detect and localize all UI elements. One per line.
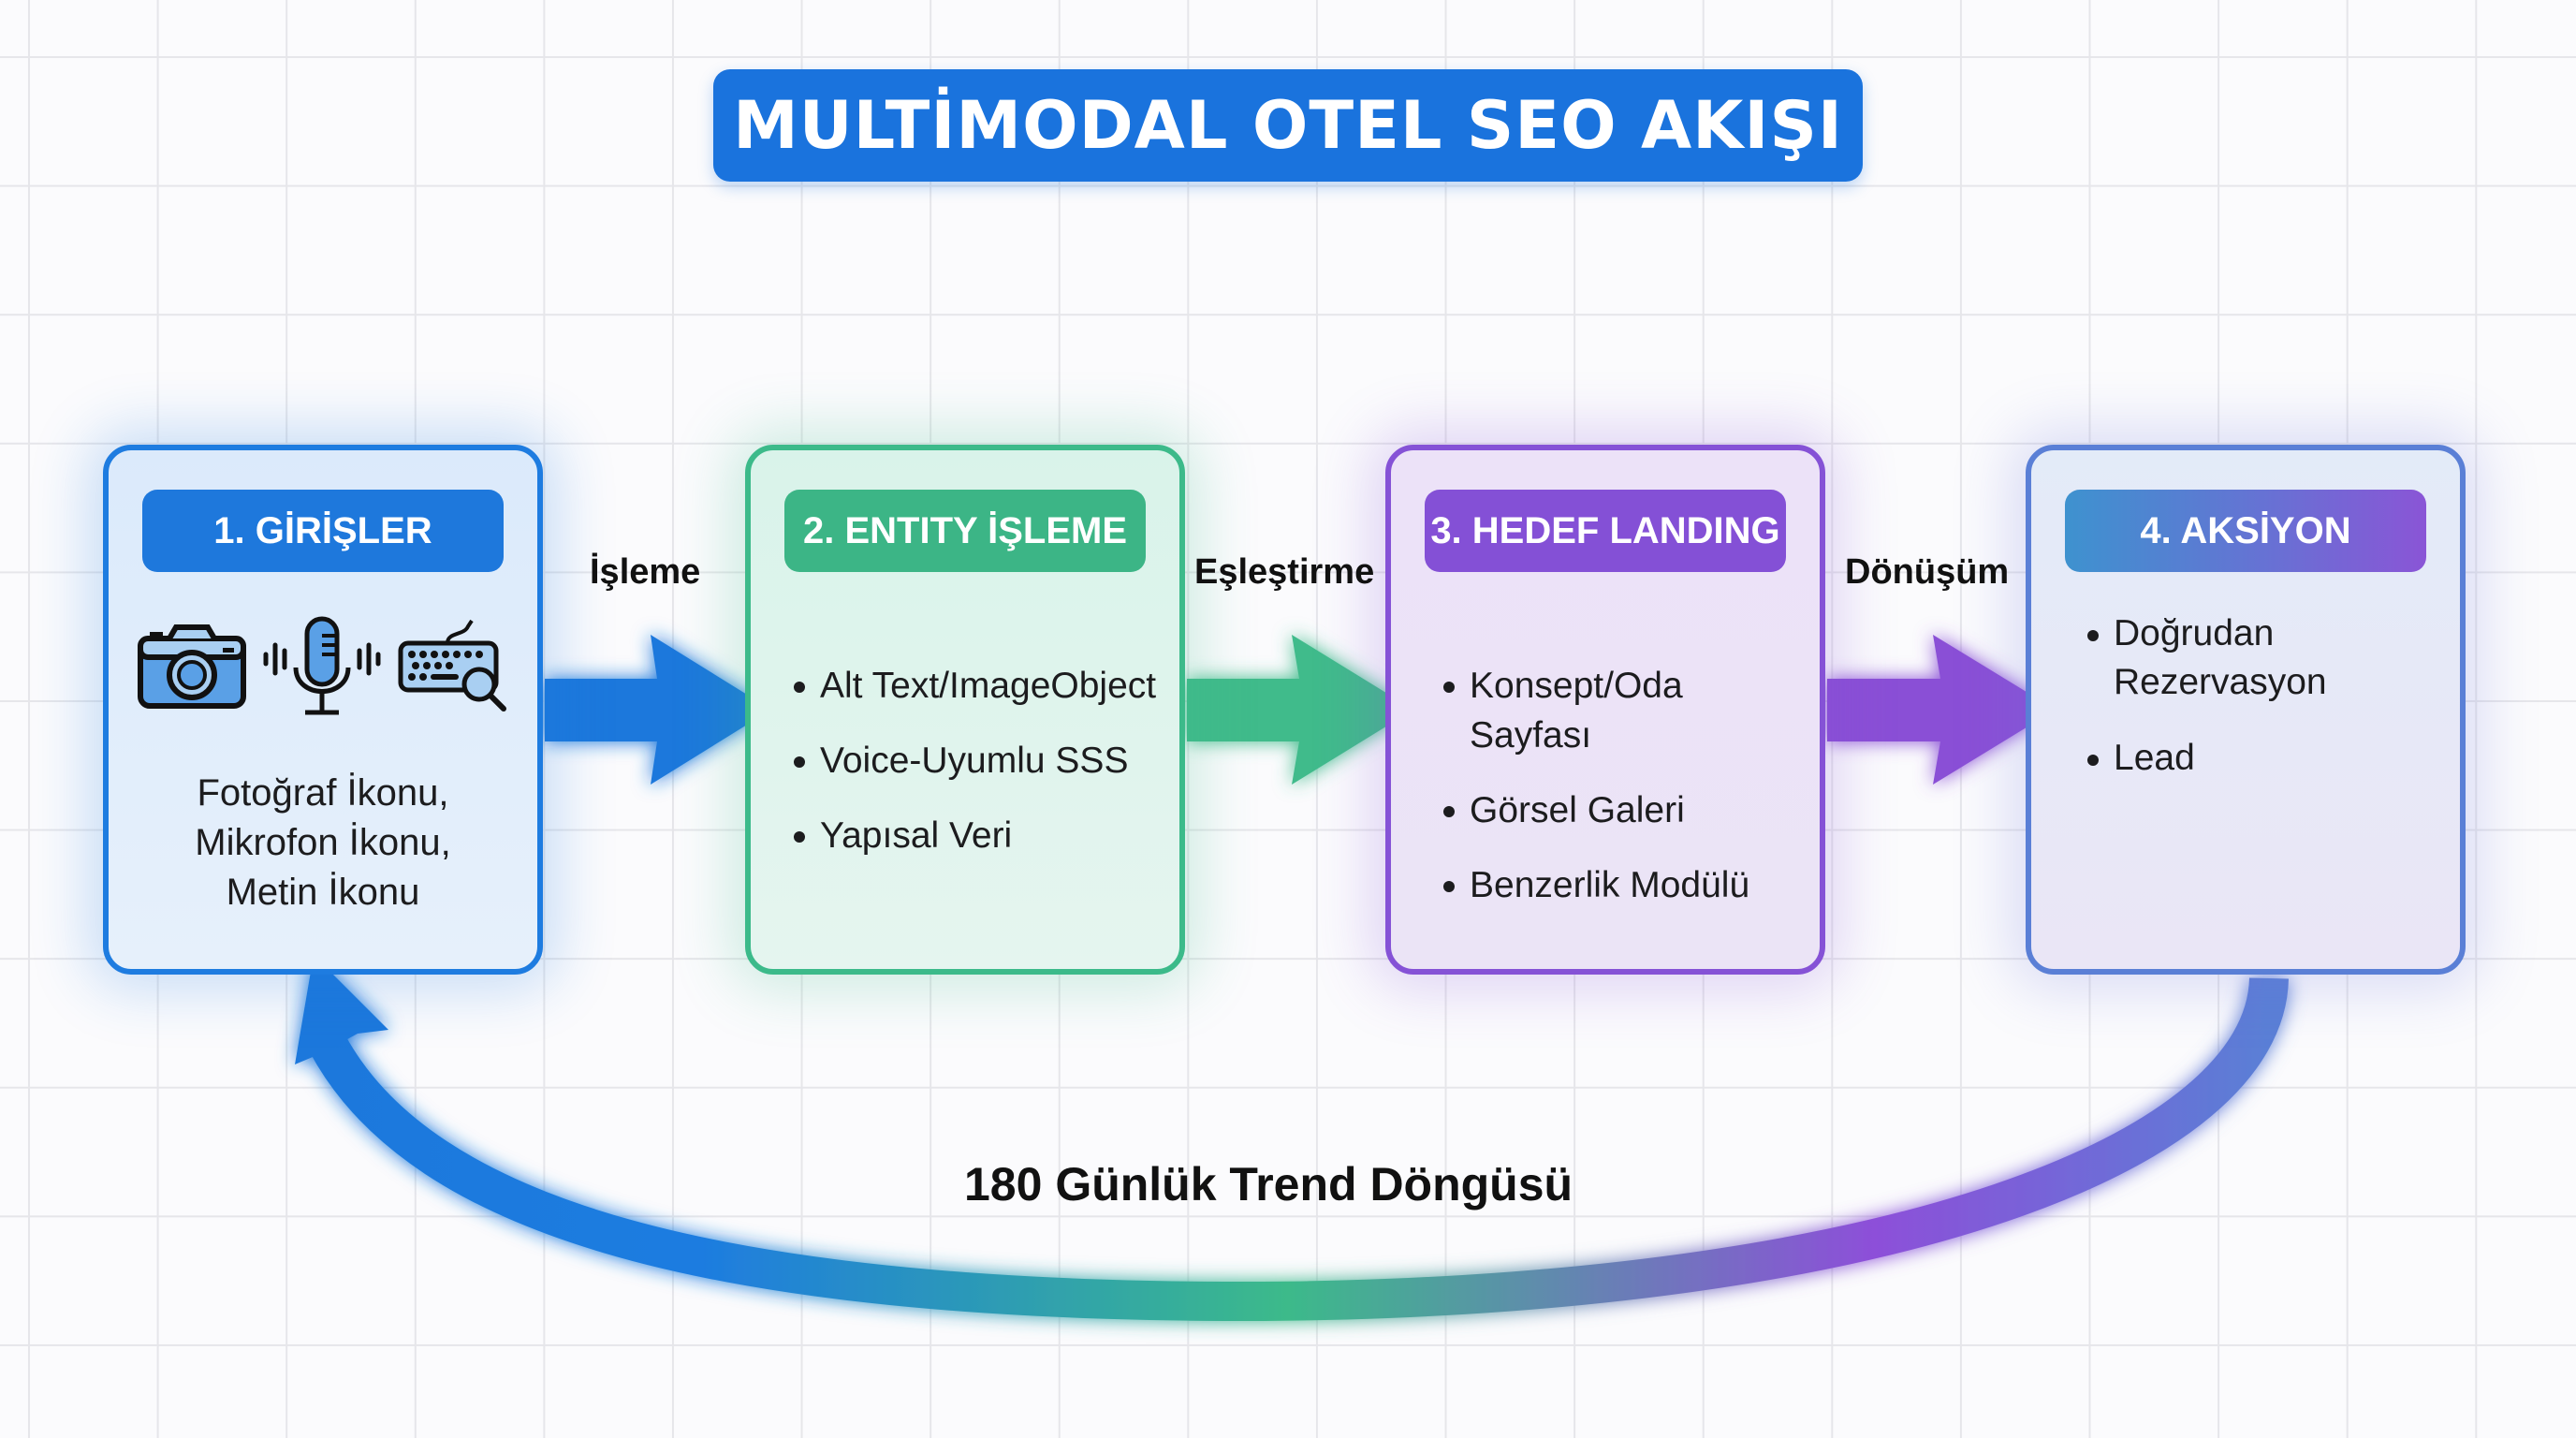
inputs-description: Fotoğraf İkonu, Mikrofon İkonu, Metin İk… xyxy=(109,769,537,917)
stage-card-target-landing: 3. HEDEF LANDING Konsept/Oda Sayfası Gör… xyxy=(1385,445,1825,975)
stage-header: 4. AKSİYON xyxy=(2065,490,2426,572)
connector-label-conversion: Dönüşüm xyxy=(1845,552,2010,592)
input-icons xyxy=(137,615,509,723)
bullet-item: Lead xyxy=(2087,734,2451,783)
bullet-list: Konsept/Oda Sayfası Görsel Galeri Benzer… xyxy=(1443,661,1810,935)
keyboard-search-icon xyxy=(397,619,509,719)
bullet-item: Benzerlik Modülü xyxy=(1443,860,1810,910)
microphone-icon xyxy=(260,615,384,723)
bullet-line: Doğrudan xyxy=(2114,613,2275,653)
bullet-item: Görsel Galeri xyxy=(1443,785,1810,835)
bullet-item: Voice-Uyumlu SSS xyxy=(794,736,1170,785)
bullet-line: Lead xyxy=(2114,738,2195,778)
arrow-2-to-3 xyxy=(1187,635,1413,785)
description-line: Mikrofon İkonu, xyxy=(195,822,451,863)
arrow-3-to-4 xyxy=(1827,635,2056,785)
diagram-title: MULTİMODAL OTEL SEO AKIŞI xyxy=(733,87,1843,164)
arrow-1-to-2 xyxy=(545,635,771,785)
description-line: Fotoğraf İkonu, xyxy=(197,772,449,814)
connector-label-matching: Eşleştirme xyxy=(1194,552,1375,592)
bullet-list: Doğrudan Rezervasyon Lead xyxy=(2087,609,2451,810)
connector-label-processing: İşleme xyxy=(590,552,701,592)
bullet-item: Alt Text/ImageObject xyxy=(794,661,1170,711)
bullet-line: Rezervasyon xyxy=(2114,662,2327,702)
stage-card-inputs: 1. GİRİŞLER xyxy=(103,445,543,975)
title-banner: MULTİMODAL OTEL SEO AKIŞI xyxy=(713,69,1863,182)
stage-header: 1. GİRİŞLER xyxy=(142,490,504,572)
bullet-item: Konsept/Oda Sayfası xyxy=(1443,661,1810,760)
stage-header: 3. HEDEF LANDING xyxy=(1425,490,1786,572)
stage-header: 2. ENTITY İŞLEME xyxy=(784,490,1146,572)
stage-card-action: 4. AKSİYON Doğrudan Rezervasyon Lead xyxy=(2026,445,2466,975)
camera-icon xyxy=(137,624,247,714)
description-line: Metin İkonu xyxy=(226,872,420,913)
bullet-item: Yapısal Veri xyxy=(794,811,1170,860)
stage-card-entity-processing: 2. ENTITY İŞLEME Alt Text/ImageObject Vo… xyxy=(745,445,1185,975)
bullet-item: Doğrudan Rezervasyon xyxy=(2087,609,2451,707)
bullet-list: Alt Text/ImageObject Voice-Uyumlu SSS Ya… xyxy=(794,661,1170,886)
loop-label: 180 Günlük Trend Döngüsü xyxy=(964,1158,1573,1211)
loop-arrow xyxy=(295,955,2289,1322)
